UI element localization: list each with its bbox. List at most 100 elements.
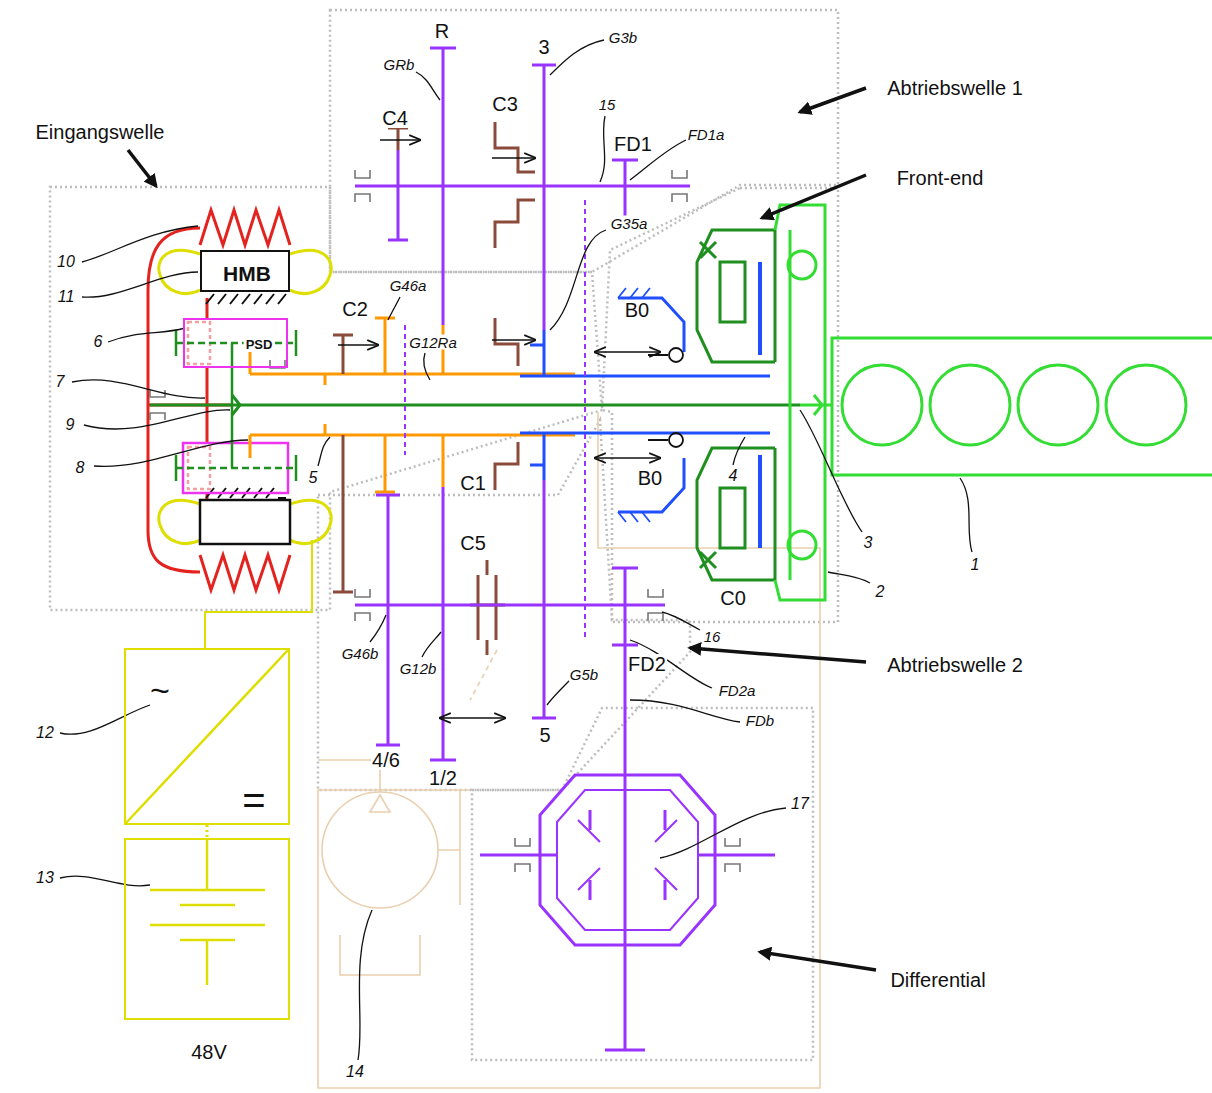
part-label: G46b	[341, 646, 380, 661]
machine-winding	[159, 500, 200, 543]
differential	[540, 775, 715, 945]
pump-circuit	[322, 792, 438, 908]
region-outline	[50, 187, 602, 610]
flywheel-damper	[788, 251, 816, 279]
gear-label: 4/6	[371, 750, 401, 770]
clutch-symbol	[495, 318, 518, 490]
part-label: G12b	[399, 661, 438, 676]
hollow-shaft	[324, 374, 327, 435]
planetary-set-box: PSD	[183, 318, 288, 368]
inverter-battery-symbol	[126, 650, 288, 823]
hollow-shaft	[375, 318, 395, 492]
machine-box: HMB	[200, 250, 290, 292]
engine	[832, 338, 1212, 475]
hollow-shaft	[250, 318, 575, 492]
callout-number: 5	[308, 470, 319, 486]
leader-line	[388, 297, 400, 320]
engine	[1018, 365, 1098, 445]
leader-line	[82, 272, 198, 297]
clutch-symbol	[470, 575, 505, 640]
output-shaft-gears	[430, 48, 456, 760]
bearing-symbol	[725, 838, 740, 872]
node-text: 48V	[189, 1042, 229, 1062]
region-label: Abtriebswelle 2	[886, 655, 1024, 675]
leader-line	[422, 632, 441, 657]
leader-line	[84, 410, 230, 429]
clutch-label: C5	[459, 533, 487, 553]
flywheel-damper	[788, 531, 816, 559]
leader-line	[960, 478, 972, 552]
part-label: G46a	[389, 278, 428, 293]
callout-number: 14	[345, 1064, 365, 1080]
leader-line	[660, 808, 786, 858]
leader-line	[550, 230, 606, 330]
differential	[480, 775, 775, 945]
callout-number: 17	[790, 796, 810, 812]
clutch-label: C3	[491, 94, 519, 114]
region-outline	[50, 10, 838, 1060]
electric-machine	[148, 228, 200, 572]
machine-stator	[200, 294, 290, 544]
gear-label: FD2	[627, 654, 667, 674]
callout-number: 4	[728, 468, 739, 484]
torque-converter	[720, 488, 745, 548]
region-pointer	[800, 88, 866, 112]
region-pointer	[762, 175, 866, 218]
brake-actuator	[648, 355, 668, 440]
shift-arrow	[338, 140, 660, 718]
torque-converter	[700, 242, 716, 568]
leader-line	[733, 437, 745, 465]
input-shaft	[150, 395, 800, 415]
callout-number: 7	[55, 374, 66, 390]
callout-number: 13	[35, 870, 55, 886]
brake-actuator	[669, 348, 683, 362]
leader-line	[630, 700, 740, 722]
leader-line	[800, 410, 862, 532]
leader-line	[600, 116, 605, 182]
callout-number: 2	[875, 584, 886, 600]
shift-arrow	[380, 139, 420, 141]
leader-line	[550, 40, 604, 75]
torque-converter	[720, 262, 745, 322]
leader-line	[424, 353, 430, 380]
machine-stator	[206, 294, 286, 304]
callout-number: 12	[35, 725, 55, 741]
brake-actuator	[669, 433, 683, 447]
flywheel-damper	[800, 395, 832, 415]
shift-arrow	[492, 339, 535, 341]
part-label: FDb	[745, 713, 775, 728]
machine-winding	[290, 500, 331, 543]
callout-number: 9	[65, 417, 76, 433]
input-shaft	[232, 395, 240, 415]
electric-machine	[200, 210, 290, 245]
clutch-symbol	[333, 122, 535, 655]
gear-label: FD1	[613, 134, 653, 154]
gear-label: R	[434, 21, 450, 41]
flywheel-damper	[775, 205, 832, 600]
leader-line	[94, 440, 248, 466]
sleeve-shaft	[520, 262, 770, 548]
part-label: G3b	[608, 30, 638, 45]
node-text: ~	[148, 673, 172, 707]
bearing-symbol	[150, 390, 165, 420]
shift-arrow	[440, 717, 505, 719]
clutch-label: C0	[719, 588, 747, 608]
planetary-gear-set	[176, 322, 296, 493]
clutch-symbol	[486, 560, 489, 655]
differential	[578, 820, 677, 890]
part-label: FD1a	[687, 127, 726, 142]
pump-circuit	[340, 935, 420, 975]
node-text: PSD	[244, 338, 275, 351]
machine-winding	[290, 250, 331, 293]
machine-stator	[200, 500, 290, 544]
part-label: GRb	[383, 57, 416, 72]
output-shaft-gears	[388, 150, 408, 240]
sleeve-shaft	[618, 298, 684, 512]
sleeve-shaft	[520, 376, 770, 433]
engine	[832, 338, 1212, 475]
callout-number: 15	[598, 97, 617, 112]
clutch-label: C2	[341, 299, 369, 319]
